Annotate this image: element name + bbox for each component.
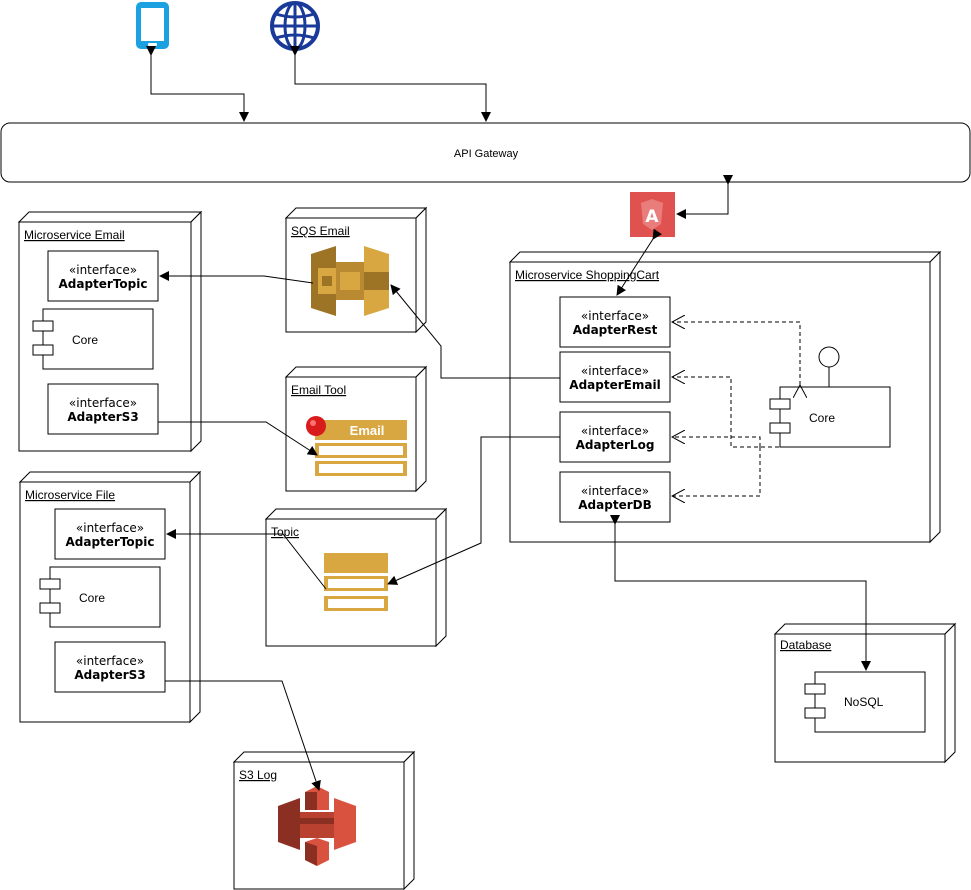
interface-email-adapter-s3: «interface» AdapterS3 <box>47 383 159 435</box>
angular-icon-letter: A <box>645 207 659 227</box>
interface-file-adapter-topic: «interface» AdapterTopic <box>54 508 166 560</box>
component-email-core: Core <box>32 308 154 370</box>
angular-icon: A <box>630 192 675 237</box>
connector-adapters3-emailtool <box>158 421 318 456</box>
stereotype-label: «interface» <box>581 364 649 378</box>
interface-name: AdapterRest <box>573 323 658 337</box>
interface-name: AdapterS3 <box>74 668 145 682</box>
api-gateway: API Gateway <box>0 122 971 183</box>
interface-cart-adapter-db: «interface» AdapterDB <box>559 471 671 523</box>
provided-interface-lollipop <box>818 346 840 368</box>
node-title-microservice-file: Microservice File <box>25 488 115 502</box>
sqs-icon <box>311 246 389 316</box>
stereotype-label: «interface» <box>581 424 649 438</box>
node-title-database: Database <box>780 638 832 652</box>
component-name: Core <box>79 591 105 605</box>
stereotype-label: «interface» <box>76 654 144 668</box>
connector-adapterdb-nosql <box>610 515 871 671</box>
connector-mobile-gateway <box>146 46 249 122</box>
interface-name: AdapterLog <box>576 438 655 452</box>
connector-angular-adapterrest <box>616 228 663 296</box>
api-gateway-label: API Gateway <box>454 148 519 160</box>
component-name: NoSQL <box>844 695 884 709</box>
component-cart-core: Core <box>769 346 891 448</box>
interface-name: AdapterDB <box>578 498 651 512</box>
node-title-microservice-shoppingcart: Microservice ShoppingCart <box>515 268 660 282</box>
stereotype-label: «interface» <box>69 263 137 277</box>
node-title-topic: Topic <box>271 525 299 539</box>
node-title-sqs-email: SQS Email <box>291 224 350 238</box>
connector-sqs-adaptertopic <box>159 271 314 284</box>
stereotype-label: «interface» <box>581 484 649 498</box>
email-tool-icon-label: Email <box>350 423 385 438</box>
component-name: Core <box>72 333 98 347</box>
interface-name: AdapterTopic <box>58 277 147 291</box>
interface-cart-adapter-rest: «interface» AdapterRest <box>559 296 671 348</box>
connector-web-gateway <box>290 46 491 122</box>
stereotype-label: «interface» <box>76 521 144 535</box>
interface-file-adapter-s3: «interface» AdapterS3 <box>54 641 166 693</box>
connector-adapters3-s3log <box>165 680 321 791</box>
stereotype-label: «interface» <box>69 396 137 410</box>
connector-gateway-angular <box>676 175 733 219</box>
connector-adapteremail-sqs <box>390 284 560 379</box>
component-nosql: NoSQL <box>804 671 926 733</box>
node-title-email-tool: Email Tool <box>291 383 346 397</box>
connector-adapterlog-topic <box>387 436 560 585</box>
interface-name: AdapterS3 <box>67 410 138 424</box>
interface-email-adapter-topic: «interface» AdapterTopic <box>47 250 159 302</box>
interface-name: AdapterEmail <box>569 378 660 392</box>
component-file-core: Core <box>39 566 161 628</box>
component-name: Core <box>809 411 835 425</box>
connector-topic-adaptertopic <box>166 529 327 590</box>
node-title-s3-log: S3 Log <box>239 768 277 782</box>
globe-icon <box>270 1 320 51</box>
s3-bucket-icon <box>278 786 356 866</box>
node-title-microservice-email: Microservice Email <box>24 228 125 242</box>
interface-cart-adapter-log: «interface» AdapterLog <box>559 411 671 463</box>
core-dependencies <box>672 322 800 496</box>
mobile-phone-icon <box>136 2 169 49</box>
email-tool-icon: Email <box>306 416 407 476</box>
interface-cart-adapter-email: «interface» AdapterEmail <box>559 351 671 403</box>
interface-name: AdapterTopic <box>65 535 154 549</box>
topic-queue-icon <box>324 553 388 611</box>
stereotype-label: «interface» <box>581 309 649 323</box>
